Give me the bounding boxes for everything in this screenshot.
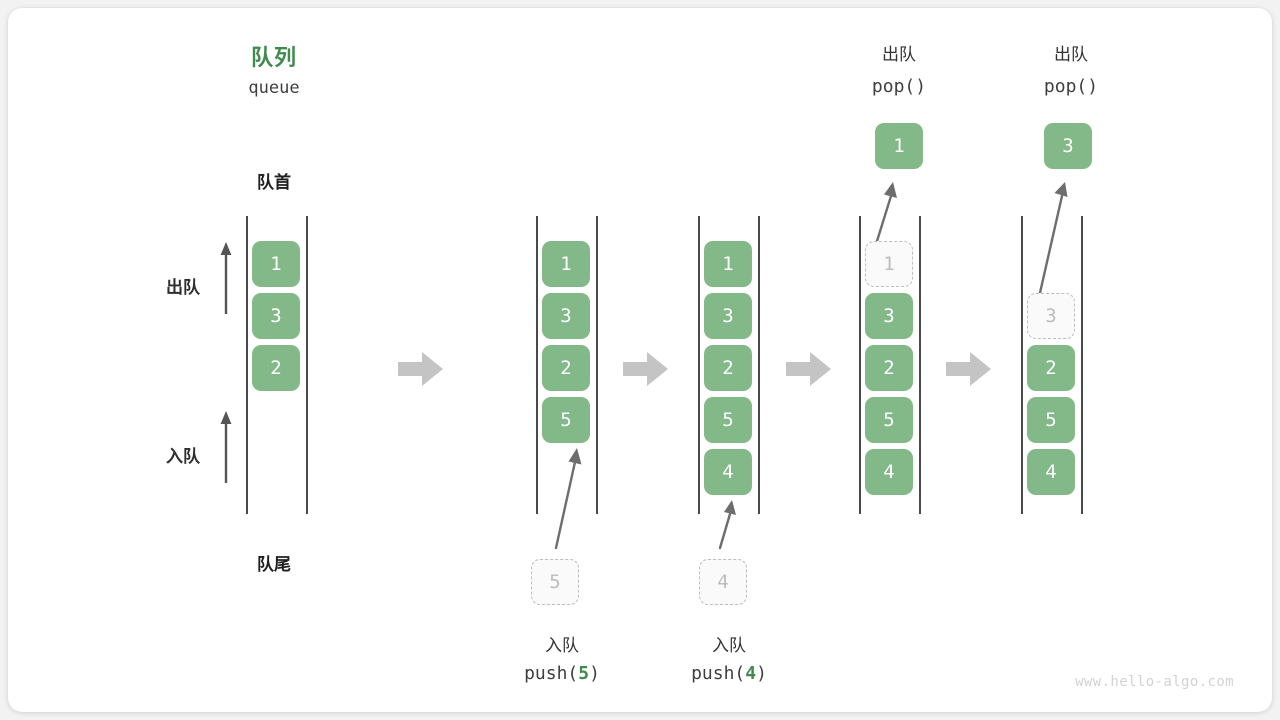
queue-rear-label: 队尾	[257, 555, 291, 574]
diagram-title-en: queue	[248, 78, 300, 98]
diagram-card: 队列 queue 队首 队尾 出队 入队 1 3 2 1 3 2 5	[8, 8, 1272, 712]
queue-cell: 5	[865, 397, 913, 443]
queue-cell: 1	[704, 241, 752, 287]
pop3-caption-code: pop()	[1043, 76, 1099, 97]
queue-cell-removed: 1	[865, 241, 913, 287]
queue-rail-right	[306, 216, 308, 514]
queue-step-pop3: 3 2 5 4	[1021, 216, 1083, 514]
push4-caption-code: push(4)	[691, 663, 767, 684]
queue-cell: 2	[1027, 345, 1075, 391]
step-transition-arrow-icon	[623, 352, 668, 386]
queue-step-pop1: 1 3 2 5 4	[859, 216, 921, 514]
queue-cell: 1	[542, 241, 590, 287]
push4-arg: 4	[745, 663, 757, 684]
queue-rail-right	[919, 216, 921, 514]
push4-pending-cell: 4	[699, 559, 747, 605]
push5-caption-code: push(5)	[524, 663, 600, 684]
queue-rail-right	[758, 216, 760, 514]
queue-cell: 2	[252, 345, 300, 391]
queue-cell: 5	[704, 397, 752, 443]
dequeue-side-label: 出队	[166, 278, 200, 297]
push5-caption-cn: 入队	[545, 636, 579, 655]
queue-rail-right	[596, 216, 598, 514]
push5-insert-arrow-icon	[554, 448, 582, 550]
dequeue-direction-arrow-icon	[220, 242, 232, 314]
queue-cell-new: 4	[704, 449, 752, 495]
queue-cell: 3	[252, 293, 300, 339]
diagram-title-cn: 队列	[250, 45, 297, 70]
push4-caption-cn: 入队	[712, 636, 746, 655]
queue-cell: 4	[1027, 449, 1075, 495]
queue-cell: 3	[865, 293, 913, 339]
queue-cell: 5	[1027, 397, 1075, 443]
enqueue-direction-arrow-icon	[220, 411, 232, 483]
pop1-caption-cn: 出队	[882, 45, 916, 64]
push5-arg: 5	[578, 663, 590, 684]
push5-pending-cell: 5	[531, 559, 579, 605]
queue-rail-left	[246, 216, 248, 514]
queue-step-push4: 1 3 2 5 4	[698, 216, 760, 514]
queue-rail-left	[536, 216, 538, 514]
queue-cell: 1	[252, 241, 300, 287]
queue-front-label: 队首	[257, 173, 291, 192]
queue-cell: 2	[542, 345, 590, 391]
pop3-result-cell: 3	[1044, 123, 1092, 169]
queue-cell: 4	[865, 449, 913, 495]
pop3-caption-cn: 出队	[1054, 45, 1088, 64]
queue-cell: 3	[542, 293, 590, 339]
queue-cell: 2	[704, 345, 752, 391]
queue-cell: 3	[704, 293, 752, 339]
queue-rail-right	[1081, 216, 1083, 514]
step-transition-arrow-icon	[398, 352, 443, 386]
queue-cell-new: 5	[542, 397, 590, 443]
queue-step-push5: 1 3 2 5	[536, 216, 598, 514]
queue-rail-left	[859, 216, 861, 514]
push4-insert-arrow-icon	[718, 500, 736, 550]
step-transition-arrow-icon	[786, 352, 831, 386]
queue-cell-removed: 3	[1027, 293, 1075, 339]
queue-rail-left	[698, 216, 700, 514]
pop3-extract-arrow-icon	[1035, 182, 1068, 308]
watermark: www.hello-algo.com	[1075, 674, 1234, 690]
enqueue-side-label: 入队	[166, 447, 200, 466]
pop1-result-cell: 1	[875, 123, 923, 169]
queue-step-initial: 1 3 2	[246, 216, 308, 514]
step-transition-arrow-icon	[946, 352, 991, 386]
queue-cell: 2	[865, 345, 913, 391]
queue-rail-left	[1021, 216, 1023, 514]
pop1-caption-code: pop()	[871, 76, 927, 97]
